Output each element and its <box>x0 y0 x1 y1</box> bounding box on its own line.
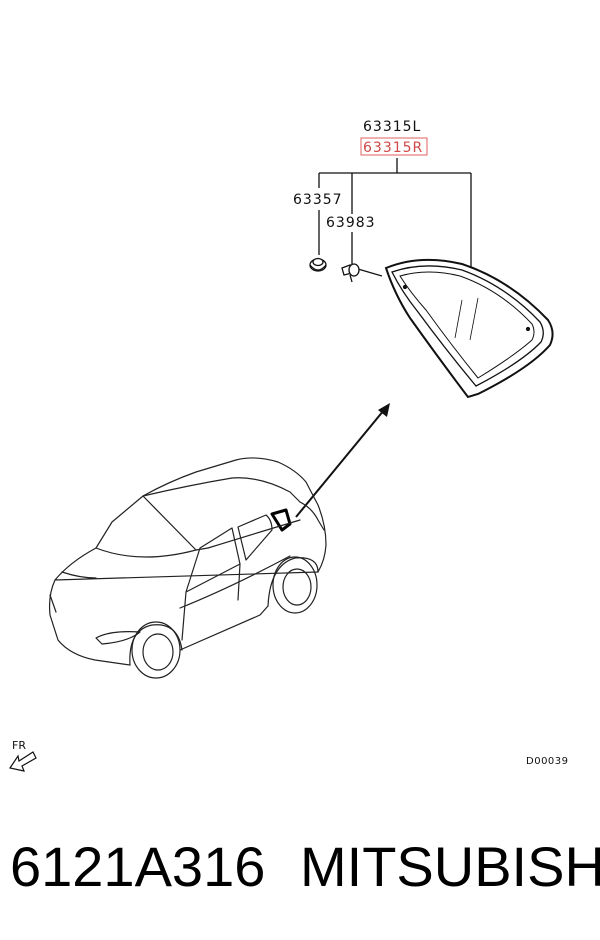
pointer-arrow <box>295 403 390 518</box>
leader-lines <box>318 158 472 277</box>
diagram-code: D00039 <box>526 756 569 767</box>
footer: 6121A316 MITSUBISHI <box>0 836 600 906</box>
clip-icon <box>341 263 360 283</box>
footer-part-number: 6121A316 <box>10 835 266 898</box>
part-label-63315r[interactable]: 63315R <box>363 140 423 156</box>
grommet-icon <box>309 257 327 272</box>
part-label-63357[interactable]: 63357 <box>293 192 343 208</box>
part-label-63983[interactable]: 63983 <box>326 215 376 231</box>
front-arrow-icon <box>9 751 37 772</box>
vehicle-outline <box>48 457 327 679</box>
part-label-63315l[interactable]: 63315L <box>363 119 421 135</box>
quarter-glass <box>384 258 554 399</box>
highlight-box <box>360 137 428 156</box>
footer-brand: MITSUBISHI <box>300 835 600 898</box>
front-indicator-label: FR <box>12 739 26 752</box>
